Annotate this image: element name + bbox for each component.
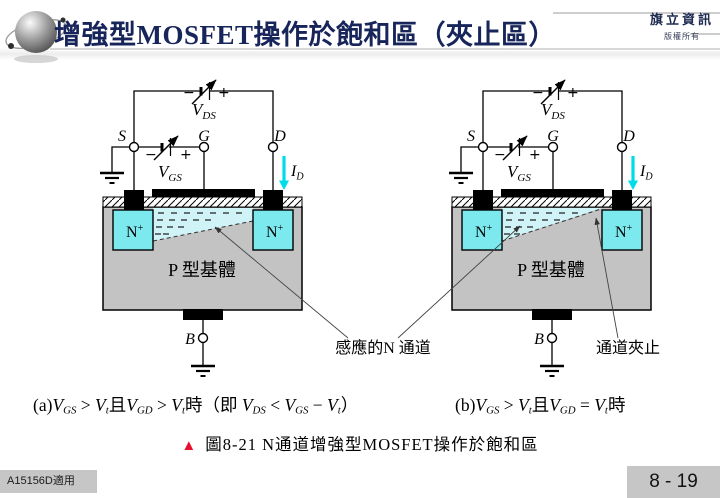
source-contact-a xyxy=(124,190,144,210)
circuit-wires-b xyxy=(460,90,623,366)
gate-electrode-a xyxy=(152,189,255,198)
id-label: ID xyxy=(639,163,653,183)
drain-label: D xyxy=(273,128,286,145)
vds-minus-sign: − xyxy=(183,85,195,101)
body-contact-a xyxy=(183,309,223,320)
drain-contact-b xyxy=(612,190,632,210)
vgs-minus-sign: − xyxy=(494,147,506,163)
body-contact-b xyxy=(532,309,572,320)
edition-badge: A15156D適用 xyxy=(0,470,97,493)
source-ground-icon xyxy=(100,171,124,184)
channel-boundary-a xyxy=(152,220,254,242)
brand-block: 旗立資訊 版權所有 xyxy=(650,9,714,42)
vgs-minus-sign: − xyxy=(145,147,157,163)
vgs-source-a: − + VGS xyxy=(145,135,192,184)
drain-terminal xyxy=(616,141,628,153)
vds-source-a: − + VDS xyxy=(183,79,230,122)
mosfet-figure: − + VDS − + VGS xyxy=(100,79,660,377)
gate-terminal xyxy=(198,141,210,153)
annotations: 感應的N 通道 通道夾止 xyxy=(214,217,660,357)
caption-b: (b)VGS > Vt且VGD = Vt時 xyxy=(455,395,626,417)
source-contact-b xyxy=(473,190,493,210)
drain-label: D xyxy=(622,128,635,145)
drain-contact-a xyxy=(263,190,283,210)
substrate-label-b: P 型基體 xyxy=(517,260,585,280)
vds-plus-sign: + xyxy=(218,85,230,101)
gate-label: G xyxy=(547,128,559,145)
gate-label: G xyxy=(198,128,210,145)
vgs-source-b: − + VGS xyxy=(494,135,541,184)
decorative-line xyxy=(50,48,720,50)
decorative-line xyxy=(690,33,720,35)
body-terminal xyxy=(546,332,558,344)
nplus-drain-region-a xyxy=(252,209,294,251)
vds-minus-sign: − xyxy=(532,85,544,101)
nplus-label: N+ xyxy=(615,223,633,241)
body-label: B xyxy=(185,331,195,348)
body-ground-icon xyxy=(191,364,215,377)
vgs-plus-sign: + xyxy=(180,147,192,163)
channel-pointer-line-right xyxy=(397,225,521,339)
source-terminal xyxy=(128,141,140,153)
brand-name: 旗立資訊 xyxy=(649,12,714,27)
body-ground-icon xyxy=(540,364,564,377)
gate-terminal xyxy=(547,141,559,153)
nplus-drain-region-b xyxy=(601,209,643,251)
caption-a: (a)VGS > Vt且VGD > Vt時（即 VDS < VGS − Vt） xyxy=(33,395,359,417)
vds-source-b: − + VDS xyxy=(532,79,579,122)
induced-channel-callout: 感應的N 通道 xyxy=(335,338,431,357)
drain-current-arrow: ID xyxy=(279,156,304,190)
mosfet-diagram-a: − + VDS − + VGS xyxy=(100,79,304,377)
page-number: 8 - 19 xyxy=(627,466,720,498)
figure-caption: ▲ 圖8-21 N通道增強型MOSFET操作於飽和區 xyxy=(0,431,720,455)
vgs-label: VGS xyxy=(507,162,531,184)
body-label: B xyxy=(534,331,544,348)
nplus-label: N+ xyxy=(126,223,144,241)
channel-boundary-b xyxy=(501,208,602,242)
slide-header: 增強型MOSFET操作於飽和區（夾止區） 旗立資訊 版權所有 xyxy=(0,0,720,63)
nplus-label: N+ xyxy=(266,223,284,241)
substrate-label-a: P 型基體 xyxy=(168,260,236,280)
circuit-wires-a xyxy=(111,90,274,366)
body-terminal xyxy=(197,332,209,344)
induced-channel-a xyxy=(153,208,253,241)
channel-charge-dashes-a xyxy=(155,212,242,235)
drain-current-arrow: ID xyxy=(628,156,653,190)
channel-pointer-line-left xyxy=(214,226,349,339)
source-terminal xyxy=(477,141,489,153)
vds-plus-sign: + xyxy=(567,85,579,101)
pinchoff-callout: 通道夾止 xyxy=(596,339,660,357)
pinchoff-pointer-line xyxy=(594,217,619,339)
red-triangle-icon: ▲ xyxy=(181,438,198,454)
channel-charge-dashes-b xyxy=(504,212,578,235)
page-title: 增強型MOSFET操作於飽和區（夾止區） xyxy=(54,20,557,50)
figure-caption-text: 圖8-21 N通道增強型MOSFET操作於飽和區 xyxy=(205,435,539,454)
vds-label: VDS xyxy=(192,100,216,122)
mosfet-diagram-b: − + VDS − + VGS xyxy=(449,79,653,377)
id-label: ID xyxy=(290,163,304,183)
gate-electrode-b xyxy=(501,189,604,198)
atom-sphere-logo-icon xyxy=(5,11,67,63)
vgs-label: VGS xyxy=(158,162,182,184)
source-label: S xyxy=(467,128,475,145)
brand-copyright: 版權所有 xyxy=(663,32,700,41)
source-ground-icon xyxy=(449,171,473,184)
drain-terminal xyxy=(267,141,279,153)
nplus-label: N+ xyxy=(475,223,493,241)
vds-label: VDS xyxy=(541,100,565,122)
vgs-plus-sign: + xyxy=(529,147,541,163)
decorative-line xyxy=(553,12,720,14)
source-label: S xyxy=(118,128,126,145)
